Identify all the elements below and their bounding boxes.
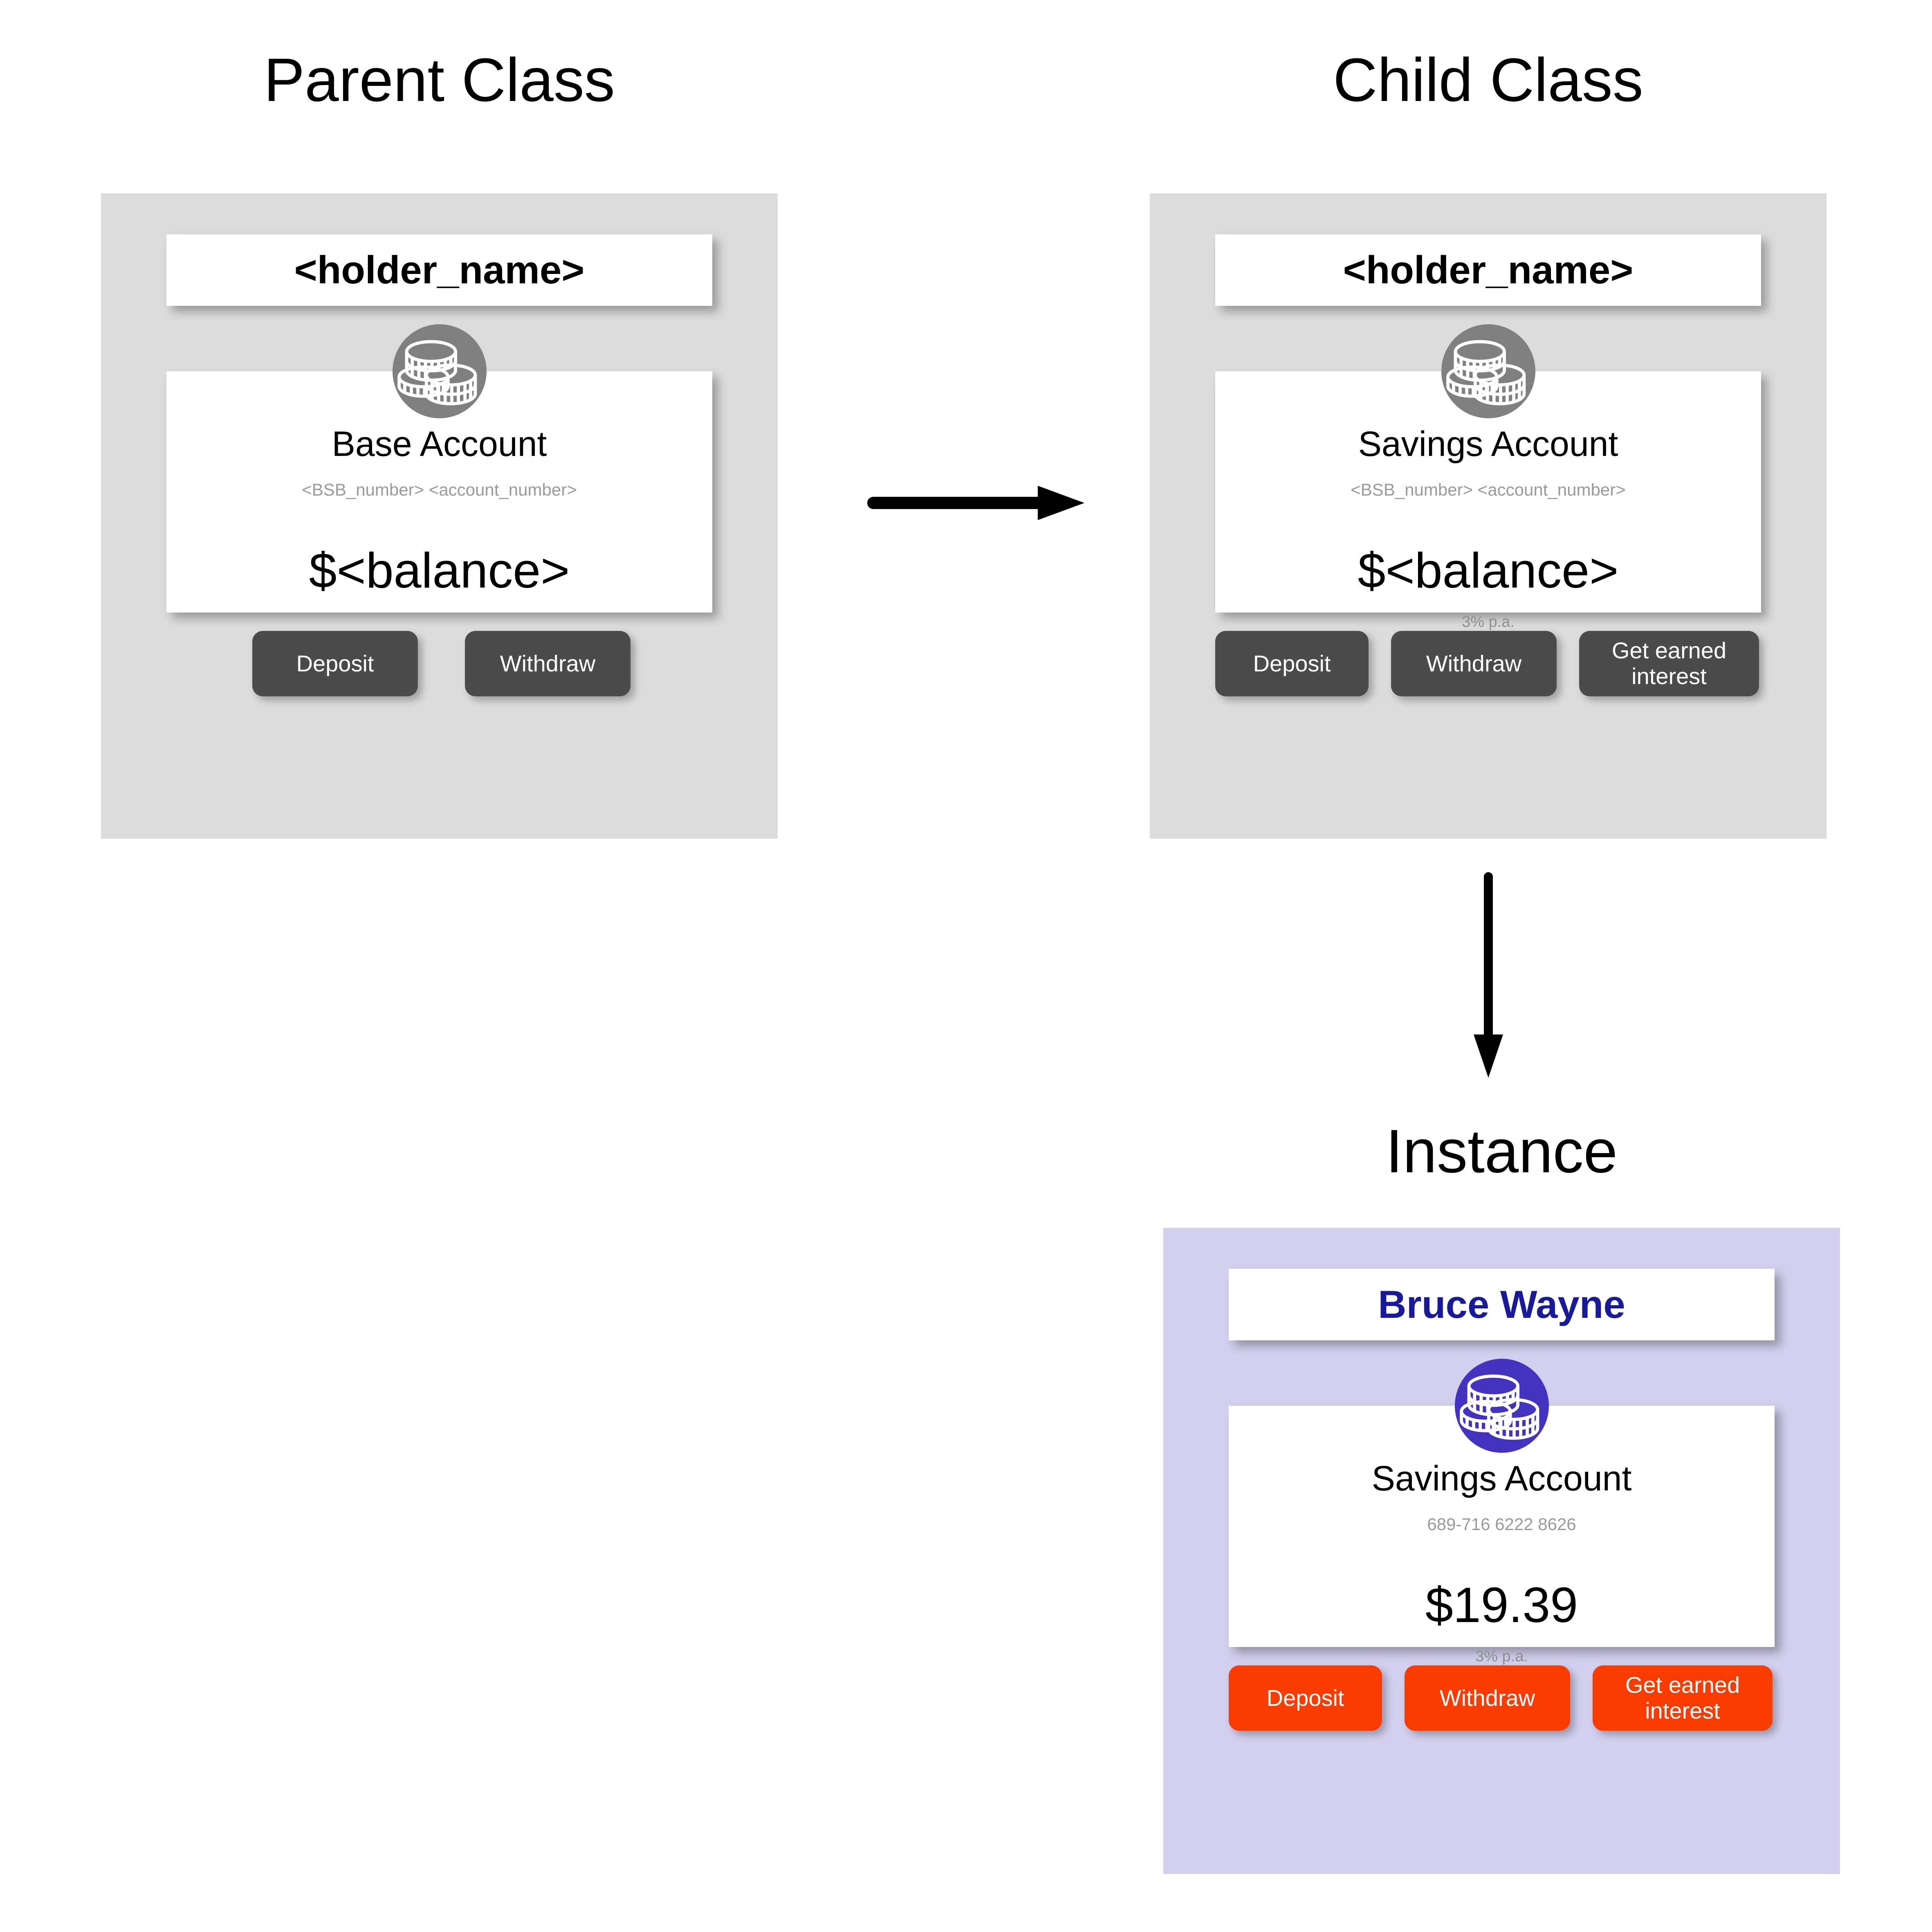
instance-withdraw-button[interactable]: Withdraw	[1405, 1665, 1570, 1731]
instance-account-card: Savings Account 689-716 6222 8626 $19.39…	[1229, 1406, 1775, 1664]
parent-class-heading: Parent Class	[264, 45, 615, 114]
child-interest-rate: 3% p.a.	[1462, 613, 1515, 631]
parent-account-type: Base Account	[332, 424, 547, 464]
parent-button-row: Deposit Withdraw	[252, 631, 631, 696]
parent-withdraw-button[interactable]: Withdraw	[465, 631, 631, 696]
instance-deposit-button[interactable]: Deposit	[1229, 1665, 1382, 1731]
child-holder-name-card: <holder_name>	[1215, 234, 1761, 306]
child-holder-name-text: <holder_name>	[1343, 248, 1634, 292]
instance-heading: Instance	[1385, 1117, 1618, 1185]
instance-panel: Bruce Wayne Savings Account 689-716 6	[1163, 1228, 1840, 1874]
child-get-earned-interest-button[interactable]: Get earned interest	[1579, 631, 1759, 696]
instance-account-number: 689-716 6222 8626	[1427, 1515, 1576, 1534]
instance-account-type: Savings Account	[1371, 1459, 1632, 1498]
child-deposit-button[interactable]: Deposit	[1215, 631, 1369, 696]
parent-holder-name-text: <holder_name>	[294, 248, 585, 292]
child-account-balance: $<balance>	[1358, 543, 1619, 598]
coin-stack-icon	[1455, 1359, 1549, 1453]
child-account-type: Savings Account	[1358, 424, 1618, 464]
child-account-number: <BSB_number> <account_number>	[1351, 480, 1626, 499]
child-class-heading: Child Class	[1333, 45, 1643, 114]
parent-deposit-button[interactable]: Deposit	[252, 631, 418, 696]
child-withdraw-button[interactable]: Withdraw	[1391, 631, 1557, 696]
instance-holder-name-card: Bruce Wayne	[1229, 1269, 1775, 1340]
coin-stack-icon	[393, 324, 487, 418]
parent-class-panel: <holder_name> Base Account <BSB_numbe	[101, 193, 778, 839]
child-account-card: Savings Account <BSB_number> <account_nu…	[1215, 371, 1761, 630]
instance-holder-name-text: Bruce Wayne	[1378, 1282, 1625, 1326]
child-button-row: Deposit Withdraw Get earned interest	[1215, 631, 1759, 696]
instance-button-row: Deposit Withdraw Get earned interest	[1229, 1665, 1773, 1731]
parent-account-card: Base Account <BSB_number> <account_numbe…	[166, 371, 712, 613]
coin-stack-icon	[1441, 324, 1535, 418]
parent-account-number: <BSB_number> <account_number>	[302, 480, 577, 499]
instantiation-arrow	[1460, 871, 1517, 1084]
child-class-panel: <holder_name> Savings Account <BSB_nu	[1150, 193, 1827, 839]
instance-account-balance: $19.39	[1425, 1577, 1578, 1633]
parent-holder-name-card: <holder_name>	[166, 234, 712, 306]
instance-interest-rate: 3% p.a.	[1475, 1648, 1528, 1665]
instance-get-earned-interest-button[interactable]: Get earned interest	[1593, 1665, 1773, 1731]
parent-account-balance: $<balance>	[309, 543, 570, 598]
inheritance-arrow	[867, 474, 1088, 532]
